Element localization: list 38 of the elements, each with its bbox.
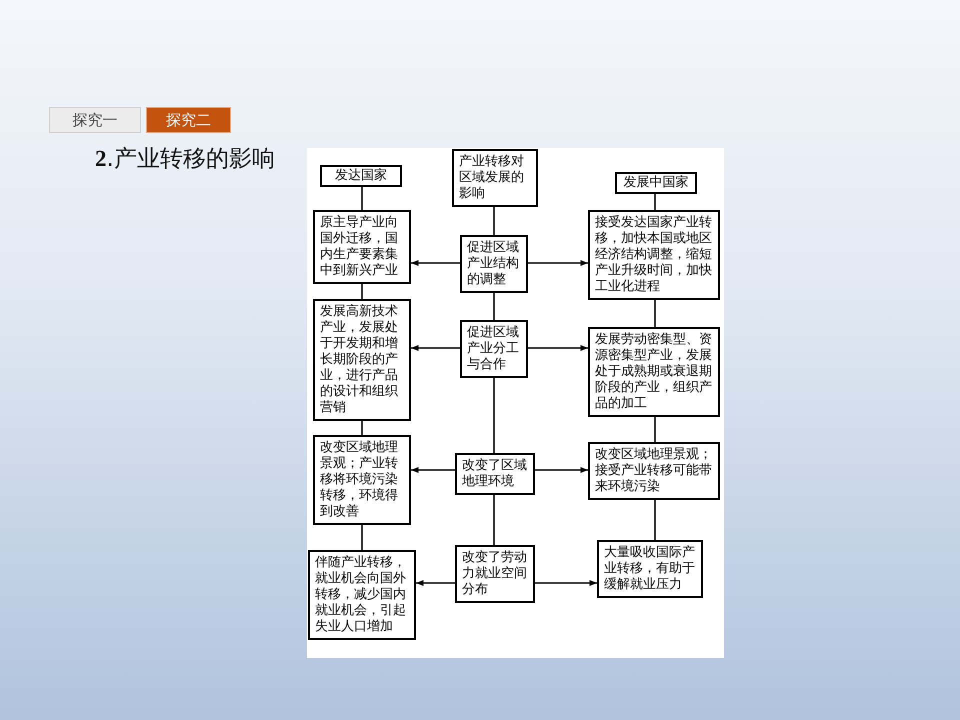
arrow	[411, 260, 460, 266]
arrow	[411, 345, 460, 351]
heading-box: 产业转移对区域发展的影响	[452, 149, 538, 207]
text-box: 促进区域产业结构的调整	[460, 235, 528, 293]
connector-line	[361, 284, 363, 299]
connector-line	[361, 525, 363, 550]
tab: 探究二	[146, 107, 231, 133]
arrow	[416, 580, 455, 586]
text-box: 改变了区域地理环境	[455, 453, 535, 495]
heading: 2.产业转移的影响	[95, 145, 275, 174]
text-box: 促进区域产业分工与合作	[460, 320, 528, 378]
heading-box: 发展中国家	[615, 172, 697, 194]
connector-line	[361, 421, 363, 435]
connector-line	[493, 207, 495, 235]
text-box: 改变区域地理景观；接受产业转移可能带来环境污染	[588, 442, 720, 500]
connector-line	[654, 300, 656, 327]
arrow	[528, 260, 588, 266]
tab: 探究一	[49, 107, 141, 133]
connector-line	[654, 417, 656, 442]
text-box: 原主导产业向国外迁移，国内生产要素集中到新兴产业	[313, 210, 411, 284]
connector-line	[361, 187, 363, 210]
arrow	[535, 580, 597, 586]
text-box: 改变区域地理景观；产业转移将环境污染转移，环境得到改善	[313, 435, 411, 525]
text-box: 伴随产业转移，就业机会向国外转移，减少国内就业机会，引起失业人口增加	[308, 550, 416, 640]
arrow	[535, 467, 588, 473]
arrow	[411, 467, 455, 473]
arrow	[528, 345, 588, 351]
heading-box: 发达国家	[320, 165, 402, 187]
connector-line	[493, 495, 495, 545]
text-box: 接受发达国家产业转移，加快本国或地区经济结构调整，缩短产业升级时间，加快工业化进程	[588, 210, 720, 300]
connector-line	[654, 500, 656, 540]
connector-line	[493, 378, 495, 453]
connector-line	[654, 194, 656, 210]
connector-line	[493, 293, 495, 320]
text-box: 发展劳动密集型、资源密集型产业，发展处于成熟期或衰退期阶段的产业，组织产品的加工	[588, 327, 720, 417]
text-box: 改变了劳动力就业空间分布	[455, 545, 535, 603]
text-box: 发展高新技术产业，发展处于开发期和增长期阶段的产业，进行产品的设计和组织营销	[313, 299, 411, 421]
text-box: 大量吸收国际产业转移，有助于缓解就业压力	[597, 540, 703, 598]
